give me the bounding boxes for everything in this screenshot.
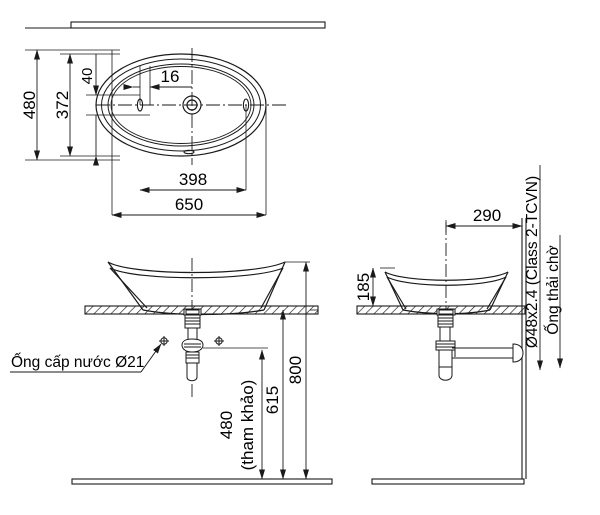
dim-label-650: 650 xyxy=(175,195,203,214)
dim-label-372: 372 xyxy=(53,91,72,119)
overflow-slot-icon xyxy=(183,149,195,155)
dim-hole-16: 16 xyxy=(123,67,192,90)
top-view-extension-lines xyxy=(25,49,267,215)
dim-label-800: 800 xyxy=(286,356,305,384)
dim-label-480-depth: 480 xyxy=(20,91,39,119)
front-elevation-group: Ống cấp nước Ø21 480 (tham khảo) 615 800 xyxy=(10,258,333,485)
waste-pipe-label: Ống thải chờ xyxy=(544,245,562,334)
dim-label-16: 16 xyxy=(161,67,180,86)
dim-supply-height-615: 615 xyxy=(263,309,286,480)
floor-line-front xyxy=(71,478,333,485)
dim-label-480-note: (tham khảo) xyxy=(238,380,257,471)
dim-wall-offset-290: 290 xyxy=(445,206,523,232)
dim-label-290: 290 xyxy=(473,206,501,225)
side-elevation-group: 185 290 Ø48x2.4 (Class 2-TCVN) Ống thải … xyxy=(354,165,563,485)
supply-fitting-right-icon xyxy=(214,336,224,346)
floor-line-side xyxy=(371,478,525,485)
supply-note-leader xyxy=(10,343,162,373)
dim-basin-height-185: 185 xyxy=(354,267,395,307)
counter-edge-bar xyxy=(25,21,326,29)
top-view-group: 480 372 40 16 398 650 xyxy=(20,21,326,218)
drain-assembly-front xyxy=(181,308,204,382)
dim-label-40: 40 xyxy=(79,68,96,85)
waste-pipe-spec-label: Ø48x2.4 (Class 2-TCVN) xyxy=(524,176,541,348)
dim-offset-40: 40 xyxy=(79,54,99,166)
supply-fitting-left-icon xyxy=(159,336,169,346)
dim-inner-depth-372: 372 xyxy=(53,53,73,157)
dim-label-480-trap: 480 xyxy=(217,411,236,439)
waste-pipe-note-group: Ø48x2.4 (Class 2-TCVN) Ống thải chờ xyxy=(524,165,563,371)
dim-trap-height-480: 480 (tham khảo) xyxy=(217,349,265,480)
supply-pipe-note-label: Ống cấp nước Ø21 xyxy=(11,353,144,371)
dim-inner-width-398: 398 xyxy=(139,170,247,193)
dim-overall-depth-480: 480 xyxy=(20,49,40,161)
dim-overall-width-650: 650 xyxy=(111,195,267,218)
dim-label-615: 615 xyxy=(263,386,282,414)
front-height-extension-lines xyxy=(203,261,318,349)
top-view-centerlines xyxy=(96,48,286,165)
dim-label-398: 398 xyxy=(179,170,207,189)
p-trap-assembly-side xyxy=(435,308,524,381)
dim-counter-height-800: 800 xyxy=(286,261,309,480)
dim-label-185: 185 xyxy=(354,273,373,301)
